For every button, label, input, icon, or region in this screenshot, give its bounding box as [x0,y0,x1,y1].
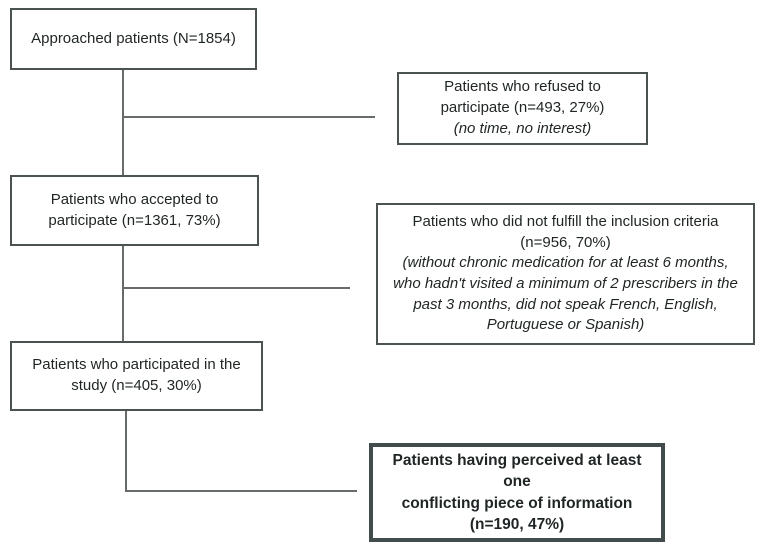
participated-patients-label: Patients who participated in the study (… [32,356,241,394]
connector-approached-to-accepted [122,70,124,175]
excluded-patients-note: (without chronic medication for at least… [393,254,738,334]
box-refused-patients: Patients who refused to participate (n=4… [397,72,648,145]
refused-patients-note: (no time, no interest) [453,119,592,137]
excluded-patients-label: Patients who did not fulfill the inclusi… [412,212,719,251]
box-accepted-patients: Patients who accepted to participate (n=… [10,175,259,246]
outcome-label: Patients having perceived at least one c… [392,451,642,533]
connector-branch-excluded [122,287,350,289]
box-participated-patients: Patients who participated in the study (… [10,341,263,411]
box-excluded-patients: Patients who did not fulfill the inclusi… [376,203,755,345]
connector-participated-to-outcome-horizontal [125,490,357,492]
box-outcome-conflicting-information: Patients having perceived at least one c… [369,443,665,542]
connector-accepted-to-participated [122,246,124,341]
connector-participated-to-outcome-vertical [125,411,127,492]
box-approached-patients: Approached patients (N=1854) [10,8,257,70]
accepted-patients-label: Patients who accepted to participate (n=… [48,190,221,229]
refused-patients-label: Patients who refused to participate (n=4… [440,78,605,117]
connector-branch-refused [122,116,375,118]
approached-patients-label: Approached patients (N=1854) [31,29,236,47]
